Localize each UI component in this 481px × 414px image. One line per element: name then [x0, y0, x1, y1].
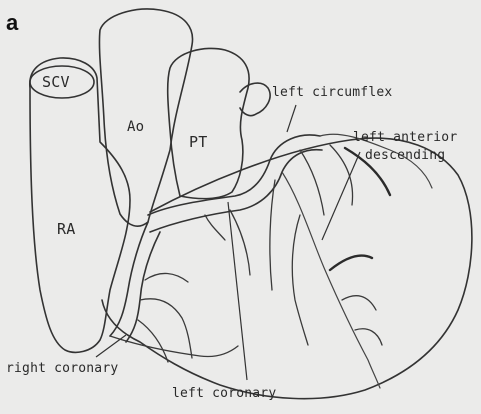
right-coronary-branch-3: [138, 320, 168, 362]
circumflex-branch-3: [300, 150, 324, 215]
posterior-descending-vessel: [110, 336, 238, 357]
label-descending: descending: [365, 148, 445, 163]
label-left-anterior: left anterior: [353, 130, 457, 145]
aorta-outline: [99, 9, 192, 226]
right-coronary-branch-2: [145, 273, 188, 282]
lad-diagonal-2: [342, 296, 376, 310]
label-pt: PT: [189, 133, 207, 151]
label-left-coronary: left coronary: [172, 386, 276, 401]
lad-diagonal-1: [330, 256, 372, 270]
ventricle-outline: [102, 138, 472, 399]
label-ra: RA: [57, 220, 75, 238]
right-atrium-outline: [30, 58, 130, 352]
panel-letter: a: [6, 10, 18, 36]
leader-left-anterior-descending: [322, 152, 360, 240]
lad-branch-2: [270, 180, 275, 290]
label-left-circumflex: left circumflex: [272, 85, 392, 100]
left-main-vessel: [148, 135, 320, 215]
lad-vessel: [282, 172, 380, 388]
left-main-branch-1: [205, 215, 225, 240]
leader-left-circumflex: [287, 105, 296, 132]
left-main-branch-2: [230, 210, 250, 275]
right-coronary-vessel-inner: [126, 232, 160, 342]
leader-left-coronary: [228, 202, 247, 380]
label-scv: SCV: [42, 73, 70, 91]
pulmonary-trunk-outline: [168, 48, 249, 198]
label-right-coronary: right coronary: [6, 361, 118, 376]
left-main-vessel-inner: [150, 150, 322, 232]
label-ao: Ao: [127, 119, 144, 135]
lad-branch-1: [292, 215, 308, 345]
